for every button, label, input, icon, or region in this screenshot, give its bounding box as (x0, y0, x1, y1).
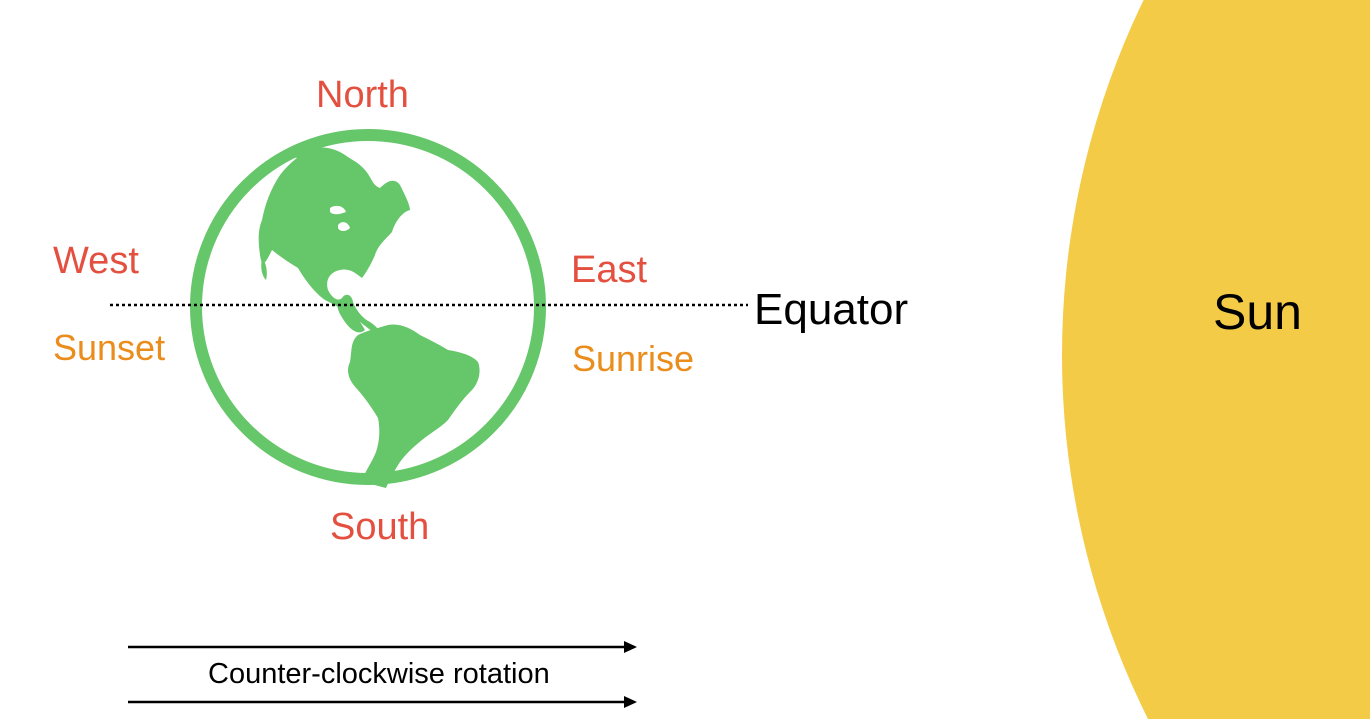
east-label: East (571, 249, 648, 291)
equator-label: Equator (754, 285, 909, 334)
south-america-shape (347, 324, 480, 488)
west-label: West (53, 240, 139, 282)
arrow-right-icon-bottom (128, 696, 637, 708)
rotation-label: Counter-clockwise rotation (208, 658, 550, 690)
arrow-right-icon-top (128, 641, 637, 653)
south-label: South (330, 506, 430, 548)
sunrise-label: Sunrise (572, 338, 695, 379)
north-label: North (316, 74, 409, 116)
sun-label: Sun (1213, 284, 1302, 340)
sunset-label: Sunset (53, 327, 166, 368)
north-america-shape (258, 147, 410, 334)
